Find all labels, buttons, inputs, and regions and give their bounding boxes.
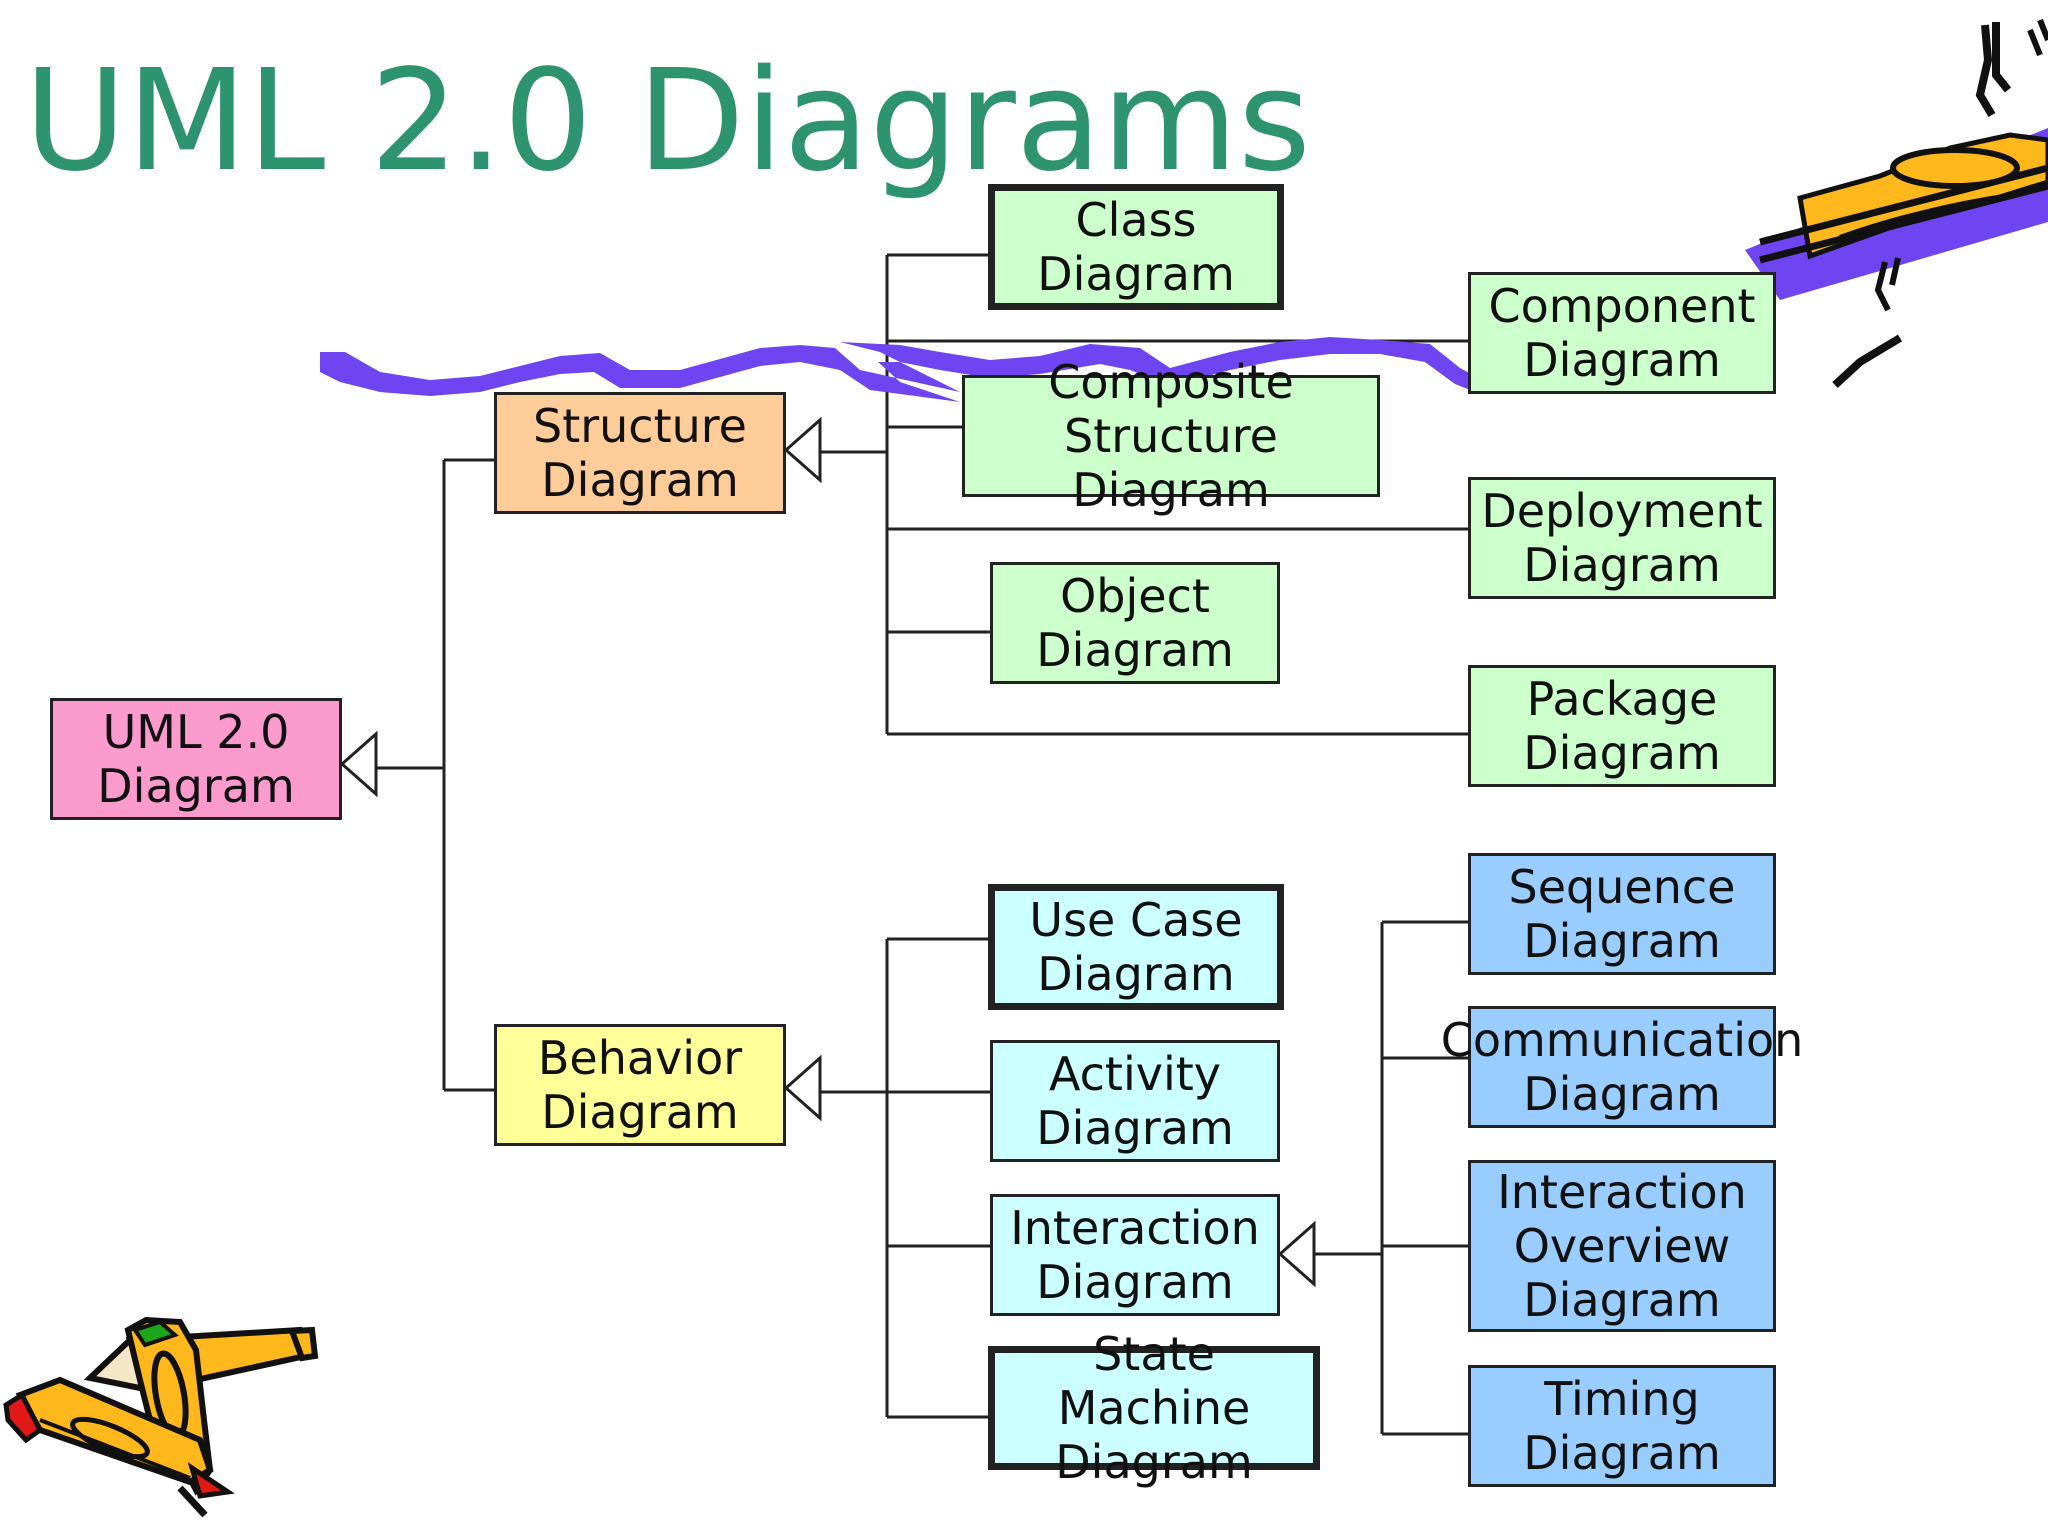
object-diagram-node: Object Diagram <box>990 562 1280 684</box>
page-title: UML 2.0 Diagrams <box>24 40 1311 203</box>
composite-structure-diagram-node: Composite Structure Diagram <box>962 355 1380 517</box>
pencil-clipart-icon <box>1745 18 2048 388</box>
communication-diagram-node: Communication Diagram <box>1441 1006 1803 1128</box>
connector-lines <box>376 253 1468 1436</box>
deployment-diagram-node: Deployment Diagram <box>1468 477 1776 599</box>
arrowhead-uml <box>339 730 378 798</box>
class-diagram-node: Class Diagram <box>988 184 1284 310</box>
arrowhead-structure <box>783 416 822 484</box>
timing-diagram-node: Timing Diagram <box>1468 1365 1776 1487</box>
uml-diagram-node: UML 2.0 Diagram <box>50 698 342 820</box>
use-case-diagram-node: Use Case Diagram <box>988 884 1284 1010</box>
activity-diagram-node: Activity Diagram <box>990 1040 1280 1162</box>
pencils-clipart-icon <box>3 1316 319 1518</box>
package-diagram-node: Package Diagram <box>1468 665 1776 787</box>
interaction-overview-diagram-node: Interaction Overview Diagram <box>1468 1160 1776 1332</box>
arrowhead-behavior <box>783 1054 822 1122</box>
component-diagram-node: Component Diagram <box>1468 272 1776 394</box>
generalization-arrowheads <box>339 416 1316 1288</box>
structure-diagram-node: Structure Diagram <box>494 392 786 514</box>
state-machine-diagram-node: State Machine Diagram <box>988 1327 1320 1489</box>
interaction-diagram-node: Interaction Diagram <box>990 1194 1280 1316</box>
behavior-diagram-node: Behavior Diagram <box>494 1024 786 1146</box>
scribble-decoration <box>320 337 1475 402</box>
sequence-diagram-node: Sequence Diagram <box>1468 853 1776 975</box>
arrowhead-interaction <box>1277 1220 1316 1288</box>
